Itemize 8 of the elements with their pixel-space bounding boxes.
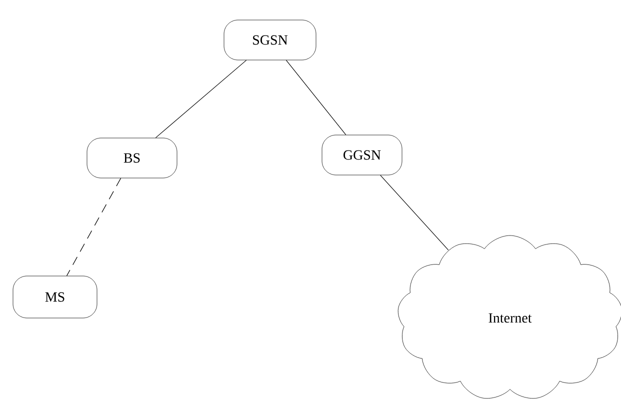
rounded-box: GGSN — [322, 134, 402, 176]
rounded-box: BS — [86, 138, 178, 178]
rounded-box: SGSN — [224, 20, 316, 60]
connector-line — [155, 60, 247, 138]
connector-line — [380, 174, 449, 250]
connector-line — [286, 60, 346, 136]
dashed-line — [66, 178, 122, 276]
rounded-box: MS — [12, 276, 98, 318]
